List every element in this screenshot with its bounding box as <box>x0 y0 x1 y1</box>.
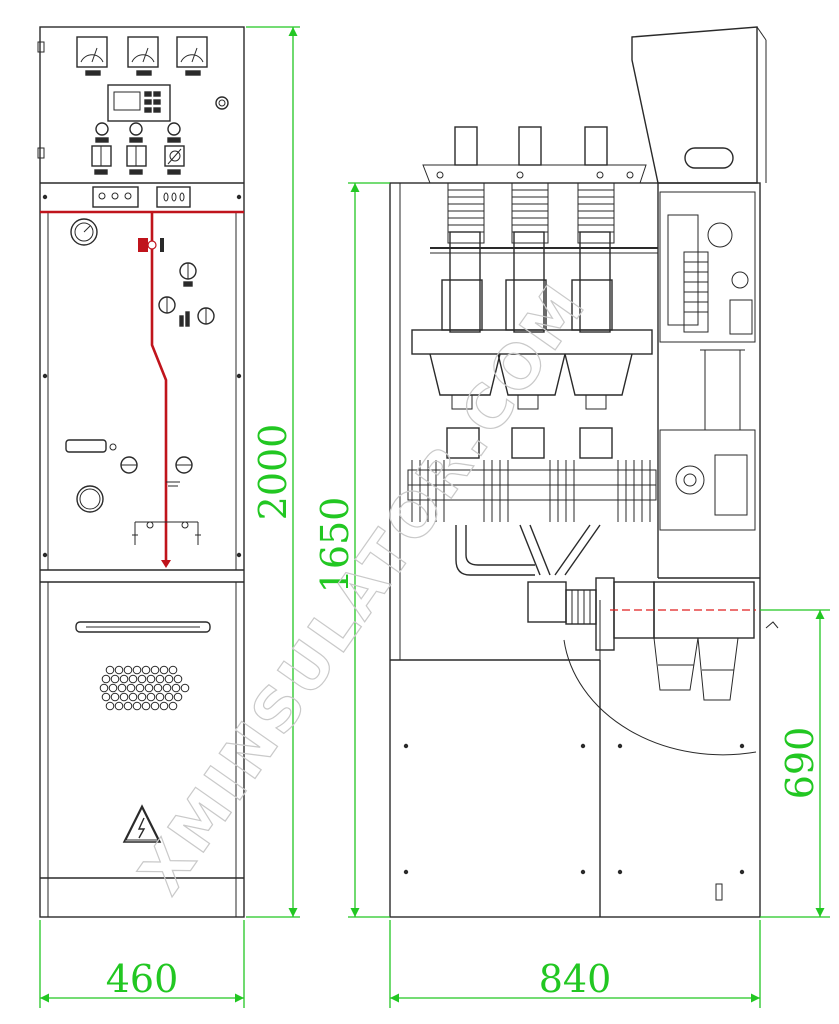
low-voltage-compartment <box>631 26 767 184</box>
busbar-mimic-line <box>40 210 244 560</box>
indicator-lamp-icon <box>167 122 181 136</box>
operating-mechanism-icon <box>158 262 215 327</box>
door-swing-arc <box>563 639 757 756</box>
label-upper-height: 1650 <box>313 497 357 594</box>
ammeter-icon <box>127 36 159 76</box>
door-latch[interactable] <box>715 883 723 901</box>
dimension-lines <box>39 26 830 1008</box>
side-view <box>389 26 779 918</box>
display-controller-icon <box>107 84 171 122</box>
cable-bushing <box>527 577 755 701</box>
dimension-labels: 460 840 2000 1650 690 <box>106 424 822 1001</box>
ventilation-grille <box>99 665 190 711</box>
indicator-lamp-icon <box>129 122 143 136</box>
mimic-plate <box>92 186 139 208</box>
cable-earth-symbol <box>132 521 201 545</box>
operating-mechanism <box>659 191 756 531</box>
cable-conductors <box>455 524 601 576</box>
pressure-gauge-icon <box>70 218 98 246</box>
label-cable-height: 690 <box>778 727 822 800</box>
viewing-window <box>76 485 104 513</box>
indicator-plate <box>156 186 191 208</box>
label-total-height: 2000 <box>251 424 295 521</box>
label-front-width: 460 <box>106 957 179 1001</box>
ammeter-icon <box>176 36 208 76</box>
nameplate <box>65 439 107 453</box>
front-view <box>37 26 245 918</box>
label-side-width: 840 <box>539 957 612 1001</box>
selector-switch-icon <box>126 145 147 175</box>
selector-switch-icon <box>91 145 112 175</box>
contact-housing <box>411 329 653 410</box>
indicator-lamp-icon <box>95 122 109 136</box>
key-switch-icon <box>164 145 185 175</box>
knob-icon <box>215 96 229 110</box>
door-handle[interactable] <box>75 621 211 633</box>
watermark-text: XMINSULATOR.COM <box>126 271 600 907</box>
disconnector-blades <box>407 427 657 501</box>
ammeter-icon <box>76 36 108 76</box>
earthing-switch-icon <box>120 456 193 487</box>
top-bushings <box>422 126 647 184</box>
comb-contacts <box>411 460 651 522</box>
post-insulators <box>447 182 615 244</box>
high-voltage-warning-icon <box>122 804 162 843</box>
